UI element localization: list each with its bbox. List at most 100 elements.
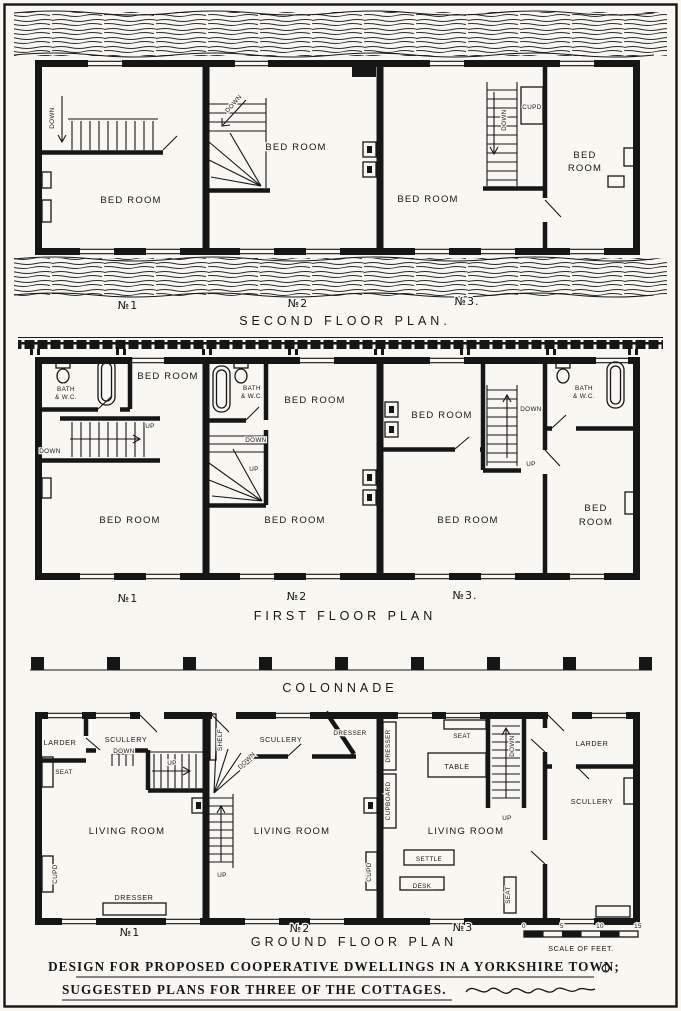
seat xyxy=(503,876,517,914)
shelf-label: SHELF xyxy=(217,729,224,751)
door-swings xyxy=(162,135,562,218)
up-label: UP xyxy=(145,423,155,430)
down-label: DOWN xyxy=(509,735,516,757)
down-label: DOWN xyxy=(520,406,542,413)
seat-label: SEAT xyxy=(505,886,512,904)
living-room-label: LIVING ROOM xyxy=(254,826,331,837)
plan-title: FIRST FLOOR PLAN xyxy=(254,609,437,623)
cottage2-winder-stair: DOWN UP xyxy=(208,435,268,502)
cottage-number: №1 xyxy=(118,299,138,312)
cupboard xyxy=(382,773,397,829)
living-room-label: LIVING ROOM xyxy=(89,826,166,837)
up-label: UP xyxy=(167,760,177,767)
seat-label: SEAT xyxy=(55,769,73,776)
bedroom-label: BED ROOM xyxy=(397,194,458,205)
partition-walls xyxy=(35,357,640,580)
down-label: DOWN xyxy=(501,109,508,131)
range xyxy=(595,905,631,918)
caption: DESIGN FOR PROPOSED COOPERATIVE DWELLING… xyxy=(48,959,619,1001)
party-wall-hatch-bottom xyxy=(13,256,667,298)
bedroom-label: BED ROOM xyxy=(137,371,198,382)
seat-label: SEAT xyxy=(453,733,471,740)
bedroom-label: BED ROOM xyxy=(284,395,345,406)
cottage1-staircase: DOWN xyxy=(48,96,158,150)
down-arrow xyxy=(489,92,499,156)
up-arrow xyxy=(152,766,192,776)
cupboard xyxy=(41,855,54,893)
bath-label: BATH xyxy=(575,385,593,392)
desk xyxy=(399,876,445,891)
scale-tick: 10 xyxy=(596,923,604,930)
table-label: TABLE xyxy=(444,762,469,771)
up-label: UP xyxy=(502,815,512,822)
up-label: UP xyxy=(526,461,536,468)
down-label: DOWN xyxy=(49,107,56,129)
cottage-number: №1 xyxy=(120,926,140,939)
outer-walls xyxy=(35,60,640,255)
bath-label: BATH xyxy=(57,386,75,393)
dresser xyxy=(102,902,167,916)
down-label: DOWN xyxy=(245,437,267,444)
dresser-label: DRESSER xyxy=(385,729,392,762)
windows xyxy=(79,357,639,580)
caption-line2: SUGGESTED PLANS FOR THREE OF THE COTTAGE… xyxy=(62,982,447,997)
table xyxy=(427,752,487,778)
party-wall-hatch-top xyxy=(13,10,667,58)
bedroom-label: BED ROOM xyxy=(100,195,161,206)
bedroom-label: ROOM xyxy=(579,517,613,528)
second-floor-plan: DOWN DOWN DOWN CUPD BED ROOM BED ROOM BE… xyxy=(13,10,667,329)
bedroom-label: BED ROOM xyxy=(437,515,498,526)
cupboard-label: CUPD xyxy=(52,864,59,883)
cottage3-staircase: DOWN xyxy=(486,82,518,186)
up-arrow xyxy=(216,804,226,862)
up-arrow xyxy=(502,393,512,458)
bedroom-label: ROOM xyxy=(568,163,602,174)
fireplace xyxy=(363,797,378,814)
outer-walls xyxy=(35,357,640,580)
cottage2-staircase: DOWN UP xyxy=(209,747,258,880)
cottage1-staircase: UP DOWN xyxy=(38,422,156,457)
bedroom-label: BED xyxy=(584,503,607,514)
bedroom-label: BED ROOM xyxy=(99,515,160,526)
door-swings xyxy=(97,395,567,467)
down-label: DOWN xyxy=(39,448,61,455)
chimney-breast xyxy=(352,67,376,77)
scale-tick: 0 xyxy=(522,923,526,930)
larder-label: LARDER xyxy=(44,738,77,747)
wc-label: & W.C. xyxy=(573,393,595,400)
door-swings xyxy=(85,714,590,865)
larder-label: LARDER xyxy=(576,739,609,748)
dresser-label: DRESSER xyxy=(333,730,366,737)
scullery-label: SCULLERY xyxy=(571,797,614,806)
colonnade-title: COLONNADE xyxy=(282,681,397,695)
colonnade-pillars xyxy=(31,657,652,670)
settle-label: SETTLE xyxy=(416,856,442,863)
scale-tick: 5 xyxy=(560,923,564,930)
wall-fixtures xyxy=(41,141,635,223)
furniture xyxy=(41,713,635,918)
partition-walls xyxy=(35,710,640,925)
sink xyxy=(623,777,635,805)
up-label: UP xyxy=(217,872,227,879)
window-seat xyxy=(41,756,54,788)
first-floor-plan: UP DOWN DOWN UP DOWN UP BATH & W.C. BATH… xyxy=(18,336,663,624)
cottage1-staircase: UP xyxy=(148,751,204,788)
ground-floor-plan: UP DOWN DOWN UP DOWN UP xyxy=(35,710,640,950)
outer-walls xyxy=(35,712,640,925)
cottage-number: №2 xyxy=(288,297,308,310)
cottage3-staircase: DOWN UP xyxy=(486,385,543,469)
cupboard-label: CUPD xyxy=(366,862,373,881)
cottage-number: №2 xyxy=(290,922,310,935)
cupboard xyxy=(365,851,378,891)
cottage-number: №2 xyxy=(287,590,307,603)
down-arrow xyxy=(221,99,247,127)
partition-walls xyxy=(35,60,548,255)
wc-label: & W.C. xyxy=(241,393,263,400)
up-arrow xyxy=(501,726,511,798)
bath-label: BATH xyxy=(243,385,261,392)
cupboard-closet xyxy=(520,86,544,125)
scullery-label: SCULLERY xyxy=(260,735,303,744)
plan-title: SECOND FLOOR PLAN. xyxy=(239,314,451,328)
